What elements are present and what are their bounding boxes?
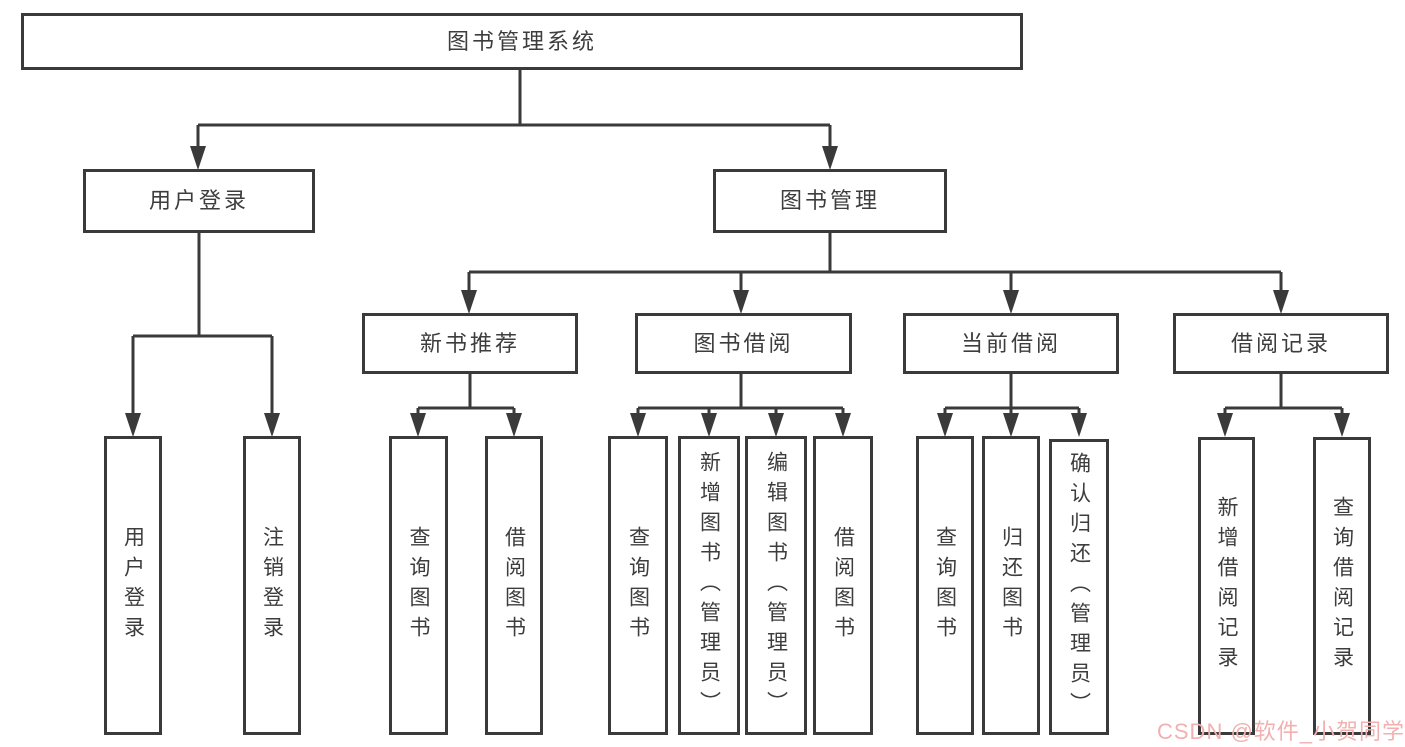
leaf-recommend-query-books-label: 查询图书 [407, 525, 430, 646]
leaf-recommend-query-books: 查询图书 [389, 436, 448, 735]
csdn-watermark: CSDN @软件_小贺同学 [1157, 719, 1405, 744]
leaf-current-confirm-return-admin: 确认归还（管理员） [1049, 439, 1109, 735]
node-book-borrowing-label: 图书借阅 [693, 330, 794, 356]
leaf-borrowing-query-books: 查询图书 [608, 436, 668, 735]
leaf-current-confirm-return-admin-label: 确认归还（管理员） [1067, 452, 1091, 722]
leaf-current-query-books: 查询图书 [916, 436, 974, 735]
leaf-user-login: 用户登录 [104, 436, 162, 735]
leaf-borrowing-add-books-admin: 新增图书（管理员） [678, 436, 740, 735]
leaf-borrowing-borrow-books: 借阅图书 [813, 436, 873, 735]
leaf-borrowing-query-books-label: 查询图书 [626, 525, 650, 646]
leaf-records-add-record: 新增借阅记录 [1198, 437, 1255, 735]
leaf-current-return-books-label: 归还图书 [999, 525, 1023, 646]
leaf-current-return-books: 归还图书 [982, 436, 1040, 735]
leaf-recommend-borrow-books-label: 借阅图书 [502, 525, 526, 646]
leaf-logout: 注销登录 [243, 436, 301, 735]
leaf-records-add-record-label: 新增借阅记录 [1215, 496, 1238, 676]
node-borrow-records: 借阅记录 [1173, 313, 1389, 374]
leaf-borrowing-edit-books-admin: 编辑图书（管理员） [745, 436, 807, 735]
node-user-login: 用户登录 [83, 169, 315, 233]
node-borrow-records-label: 借阅记录 [1230, 330, 1331, 356]
leaf-borrowing-borrow-books-label: 借阅图书 [831, 525, 855, 646]
node-current-borrowing-label: 当前借阅 [960, 330, 1061, 356]
node-user-login-label: 用户登录 [148, 188, 249, 213]
node-book-borrowing: 图书借阅 [635, 313, 852, 374]
node-new-book-recommend: 新书推荐 [362, 313, 578, 374]
leaf-borrowing-add-books-admin-label: 新增图书（管理员） [697, 450, 721, 721]
node-new-book-recommend-label: 新书推荐 [419, 330, 520, 356]
node-book-management: 图书管理 [713, 169, 947, 233]
node-library-system: 图书管理系统 [21, 13, 1023, 70]
leaf-borrowing-edit-books-admin-label: 编辑图书（管理员） [764, 450, 788, 721]
node-library-system-label: 图书管理系统 [446, 28, 597, 54]
leaf-records-query-record: 查询借阅记录 [1313, 437, 1371, 735]
leaf-records-query-record-label: 查询借阅记录 [1330, 496, 1354, 676]
leaf-recommend-borrow-books: 借阅图书 [485, 436, 543, 735]
node-current-borrowing: 当前借阅 [903, 313, 1119, 374]
leaf-user-login-label: 用户登录 [121, 525, 145, 646]
arrowheads [125, 146, 1350, 437]
node-book-management-label: 图书管理 [779, 188, 880, 213]
leaf-current-query-books-label: 查询图书 [933, 525, 957, 646]
leaf-logout-label: 注销登录 [260, 525, 284, 646]
